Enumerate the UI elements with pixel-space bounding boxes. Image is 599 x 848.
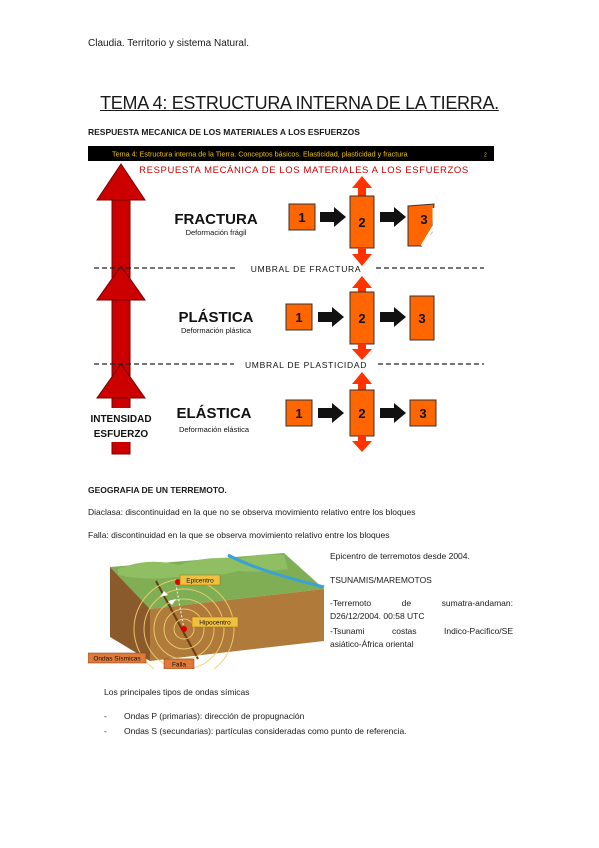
ondas-heading: Los principales tipos de ondas símicas <box>104 687 250 697</box>
step-box-2 <box>349 291 375 345</box>
step-label-2: 2 <box>358 215 365 230</box>
right-arrow <box>318 307 344 327</box>
tsunami-line1: -Tsunami costas Indico-Pacifico/SE <box>330 626 513 636</box>
banner-text: Tema 4: Estructura interna de la Tierra.… <box>112 150 408 159</box>
mechanical-response-figure: Tema 4: Estructura interna de la Tierra.… <box>88 146 494 464</box>
row-plastica-desc: Deformación plástica <box>181 326 252 335</box>
right-arrow <box>320 207 346 227</box>
row-elastica-desc: Deformación elástica <box>179 425 250 434</box>
label-ondas-sismicas: Ondas Sísmicas <box>93 656 141 663</box>
row-elastica: ELÁSTICA Deformación elástica 1 2 3 <box>177 372 437 452</box>
step-label-3: 3 <box>420 212 427 227</box>
right-arrow <box>380 307 406 327</box>
step-label-3: 3 <box>419 406 426 421</box>
label-hipocentro: Hipocentro <box>199 620 231 627</box>
axis-label-bg <box>88 408 154 442</box>
right-arrow <box>380 207 406 227</box>
row-fractura-name: FRACTURA <box>174 211 257 228</box>
step-box-1 <box>288 203 316 231</box>
bullet-dash: - <box>104 711 107 721</box>
intensity-arrow <box>96 163 146 455</box>
onda-item-p: Ondas P (primarias): dirección de propug… <box>124 711 305 721</box>
terremoto-line1: -Terremoto de sumatra-andaman: <box>330 598 513 608</box>
row-plastica-name: PLÁSTICA <box>179 309 254 326</box>
tsunami-line2: asiático-África oriental <box>330 639 414 649</box>
banner-bar <box>88 146 494 161</box>
step-label-2: 2 <box>358 311 365 326</box>
row-fractura: FRACTURA Deformación frágil 1 2 3 <box>174 176 436 266</box>
step-label-1: 1 <box>298 210 305 225</box>
row-elastica-name: ELÁSTICA <box>177 405 252 422</box>
row-plastica: PLÁSTICA Deformación plástica 1 2 3 <box>179 276 435 360</box>
step-box-1 <box>285 399 313 427</box>
river <box>227 553 325 589</box>
axis-label-intensity: INTENSIDAD <box>90 414 151 425</box>
section-heading-earthquake: GEOGRAFIA DE UN TERREMOTO. <box>88 485 227 495</box>
step-box-1 <box>285 303 313 331</box>
step-label-1: 1 <box>295 310 302 325</box>
axis-label-stress: ESFUERZO <box>94 429 149 440</box>
onda-item-s: Ondas S (secundarias): partículas consid… <box>124 726 407 736</box>
step-label-1: 1 <box>295 406 302 421</box>
step-box-3 <box>409 399 437 427</box>
threshold-fractura-label: UMBRAL DE FRACTURA <box>251 264 362 274</box>
epicentros-text: Epicentro de terremotos desde 2004. <box>330 551 470 561</box>
section-heading-mechanical: RESPUESTA MECANICA DE LOS MATERIALES A L… <box>88 127 360 137</box>
figure-canvas: Tema 4: Estructura interna de la Tierra.… <box>88 146 494 455</box>
right-arrow <box>318 403 344 423</box>
step-label-3: 3 <box>418 311 425 326</box>
page-title: TEMA 4: ESTRUCTURA INTERNA DE LA TIERRA. <box>100 93 499 113</box>
bullet-dash: - <box>104 726 107 736</box>
banner-page: 2 <box>484 153 487 159</box>
right-arrow <box>380 403 406 423</box>
hipocentro-marker <box>181 626 187 632</box>
block-side-face <box>110 567 150 661</box>
epicentro-marker <box>175 579 181 585</box>
earthquake-canvas: Epicentro Hipocentro Ondas Sísmicas Fall… <box>87 553 325 680</box>
label-epicentro: Epicentro <box>186 578 214 585</box>
label-falla: Falla <box>172 662 186 669</box>
step-box-3 <box>409 295 435 341</box>
row-fractura-desc: Deformación frágil <box>186 228 247 237</box>
definition-diaclasa: Diaclasa: discontinuidad en la que no se… <box>88 507 416 517</box>
terremoto-line2: D26/12/2004. 00:58 UTC <box>330 611 425 621</box>
tsunamis-heading: TSUNAMIS/MAREMOTOS <box>330 575 432 585</box>
figure-title: RESPUESTA MECÁNICA DE LOS MATERIALES A L… <box>139 165 469 176</box>
earthquake-diagram: Epicentro Hipocentro Ondas Sísmicas Fall… <box>87 549 326 680</box>
page-header: Claudia. Territorio y sistema Natural. <box>88 38 249 49</box>
definition-falla: Falla: discontinuidad en la que se obser… <box>88 530 390 540</box>
step-label-2: 2 <box>358 406 365 421</box>
threshold-plasticidad-label: UMBRAL DE PLASTICIDAD <box>245 360 367 370</box>
